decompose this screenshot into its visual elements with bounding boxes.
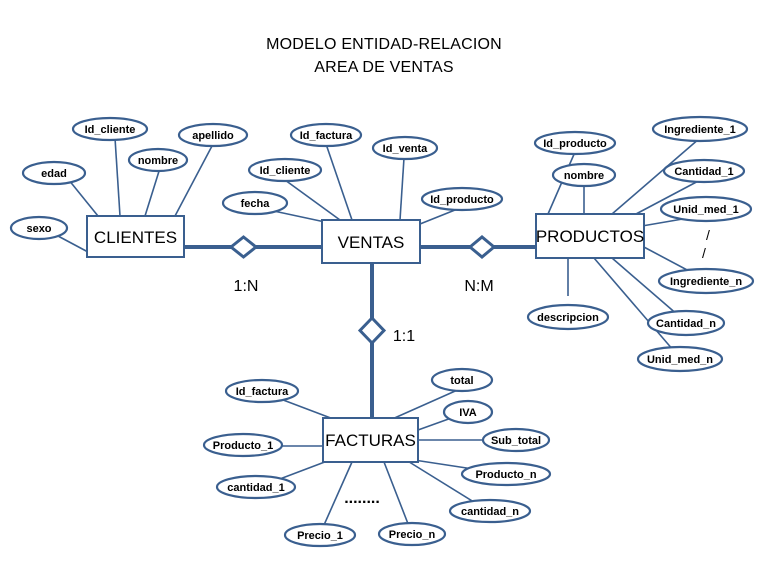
relationship-diamond-ventas-productos — [467, 235, 497, 259]
attr-facturas-id-factura: Id_factura — [236, 386, 289, 398]
productos-slash-1: / — [706, 227, 710, 243]
cardinality-clientes-ventas: 1:N — [234, 278, 259, 295]
attr-clientes-edad: edad — [41, 168, 67, 180]
attr-facturas-cantidad-1: cantidad_1 — [227, 482, 284, 494]
attr-ventas-id-producto: Id_producto — [430, 194, 494, 206]
productos-slash-2: / — [702, 245, 706, 261]
attr-facturas-iva: IVA — [459, 407, 477, 419]
facturas-ellipsis-dots: ........ — [344, 490, 380, 507]
relationship-lines — [184, 245, 536, 418]
attr-productos-id-producto: Id_producto — [543, 138, 607, 150]
cardinality-ventas-facturas: 1:1 — [393, 328, 415, 345]
entity-productos-box — [535, 213, 645, 259]
entity-clientes-label: CLIENTES — [94, 228, 177, 247]
attr-productos-cantidad-1: Cantidad_1 — [674, 166, 733, 178]
attr-productos-ingrediente-1: Ingrediente_1 — [664, 124, 736, 136]
attr-ventas-fecha: fecha — [241, 198, 271, 210]
attr-clientes-nombre: nombre — [138, 155, 178, 167]
attr-productos-descripcion: descripcion — [537, 312, 599, 324]
relationship-diamond-ventas-facturas — [357, 315, 387, 346]
entity-facturas-label: FACTURAS — [325, 431, 416, 450]
attr-facturas-producto-n: Producto_n — [475, 469, 536, 481]
attr-clientes-sexo: sexo — [26, 223, 51, 235]
attr-facturas-total: total — [450, 375, 473, 387]
attr-productos-unid-med-n: Unid_med_n — [647, 354, 713, 366]
attr-facturas-cantidad-n: cantidad_n — [461, 506, 519, 518]
attr-ventas-id-cliente: Id_cliente — [260, 165, 311, 177]
attr-facturas-sub-total: Sub_total — [491, 435, 541, 447]
entity-ventas-box — [321, 219, 421, 264]
relationship-diamond-clientes-ventas — [228, 235, 259, 259]
entity-clientes-box — [86, 215, 185, 258]
entity-productos-label: PRODUCTOS — [536, 227, 644, 246]
attr-ventas-id-venta: Id_venta — [383, 143, 429, 155]
diagram-title-line2: AREA DE VENTAS — [314, 59, 454, 76]
attr-clientes-id-cliente: Id_cliente — [85, 124, 136, 136]
entity-ventas-label: VENTAS — [338, 233, 405, 252]
attr-ventas-id-factura: Id_factura — [300, 130, 353, 142]
attr-facturas-producto-1: Producto_1 — [213, 440, 274, 452]
attr-facturas-precio-1: Precio_1 — [297, 530, 343, 542]
attr-clientes-apellido: apellido — [192, 130, 234, 142]
attr-productos-cantidad-n: Cantidad_n — [656, 318, 716, 330]
attr-productos-ingrediente-n: Ingrediente_n — [670, 276, 742, 288]
cardinality-ventas-productos: N:M — [464, 278, 493, 295]
attr-facturas-precio-n: Precio_n — [389, 529, 436, 541]
attr-productos-unid-med-1: Unid_med_1 — [673, 204, 738, 216]
entity-facturas-box — [322, 417, 419, 463]
diagram-title-line1: MODELO ENTIDAD-RELACION — [266, 36, 502, 53]
attr-productos-nombre: nombre — [564, 170, 604, 182]
